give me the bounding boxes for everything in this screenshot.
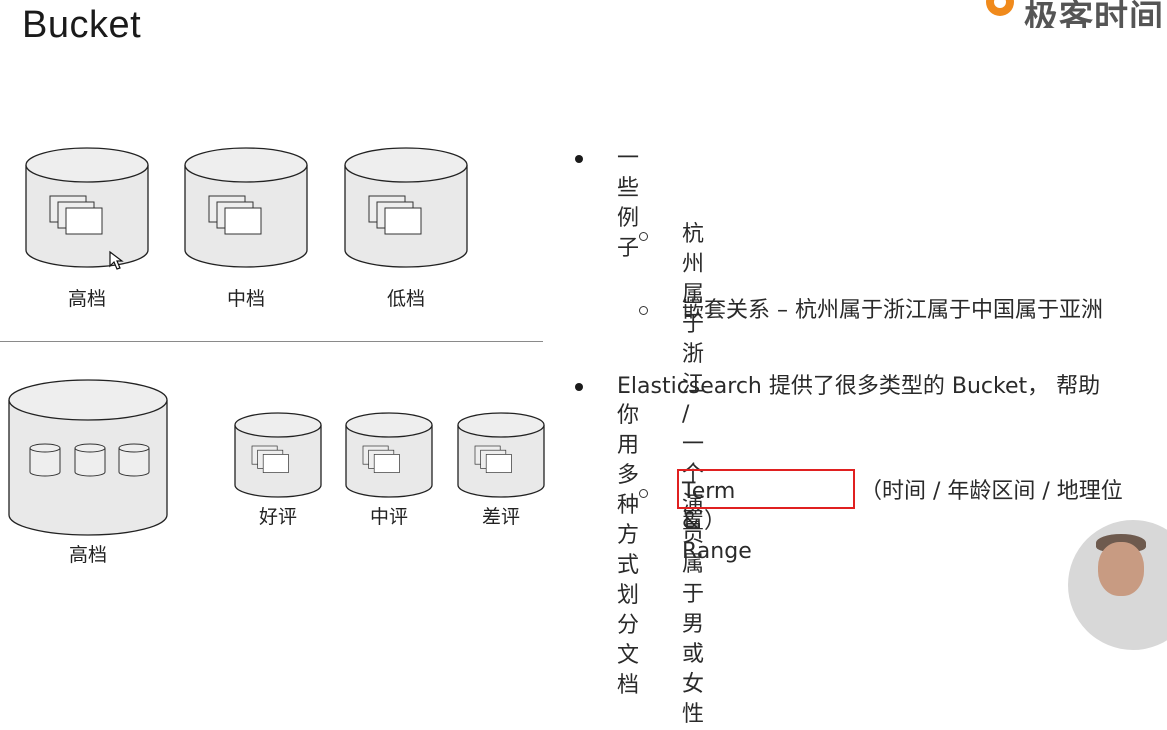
highlighted-term: Term & Range <box>682 479 752 564</box>
logo-text: 极客时间 <box>1024 0 1164 28</box>
bucket-cylinder-top-2 <box>184 147 308 268</box>
bullet-dot <box>575 155 583 163</box>
sub-bullet-circle <box>639 232 648 241</box>
sub-bullet-circle <box>639 306 648 315</box>
bullet-text: 一些例子 <box>617 146 640 261</box>
bucket-label-top-3: 低档 <box>386 288 425 310</box>
bucket-label-top-1: 高档 <box>67 288 106 310</box>
bucket-cylinder-parent <box>8 379 168 536</box>
document-stack-icon <box>208 195 262 235</box>
bucket-label-top-2: 中档 <box>226 288 265 310</box>
document-stack-icon <box>474 445 512 473</box>
bucket-label-bottom-2: 中评 <box>369 506 408 528</box>
bucket-cylinder-bottom-1 <box>234 412 322 498</box>
bucket-cylinder-top-3 <box>344 147 468 268</box>
cursor-icon <box>109 250 124 270</box>
bucket-cylinder-bottom-3 <box>457 412 545 498</box>
presenter-avatar <box>1068 520 1167 650</box>
document-stack-icon <box>362 445 400 473</box>
bucket-diagram <box>8 147 545 536</box>
divider <box>0 341 543 342</box>
sub-bucket-icon <box>29 443 61 477</box>
bullet-text-continued: 你用多种方式划分文档 <box>617 403 640 698</box>
slide-title: Bucket <box>22 4 142 46</box>
bucket-label-parent: 高档 <box>68 544 107 566</box>
document-stack-icon <box>368 195 422 235</box>
logo: 极客时间 <box>978 0 1167 28</box>
document-stack-icon <box>251 445 289 473</box>
sub-bullet-text: （时间 / 年龄区间 / 地理位 <box>860 479 1123 504</box>
highlight-box <box>677 469 855 509</box>
bullet-dot <box>575 383 583 391</box>
sub-bucket-icon <box>118 443 150 477</box>
document-stack-icon <box>49 195 103 235</box>
bucket-cylinder-top-1 <box>25 147 149 268</box>
bucket-label-bottom-1: 好评 <box>258 506 297 528</box>
sub-bullet-circle <box>639 489 648 498</box>
bullet-text: Elasticsearch 提供了很多类型的 Bucket， 帮助 <box>617 374 1101 399</box>
bucket-label-bottom-3: 差评 <box>481 506 520 528</box>
sub-bullet-text-continued: 置） <box>682 509 727 534</box>
bucket-cylinder-bottom-2 <box>345 412 433 498</box>
sub-bullet-text: 嵌套关系 – 杭州属于浙江属于中国属于亚洲 <box>682 298 1103 323</box>
logo-icon <box>986 0 1014 16</box>
sub-bucket-icon <box>74 443 106 477</box>
